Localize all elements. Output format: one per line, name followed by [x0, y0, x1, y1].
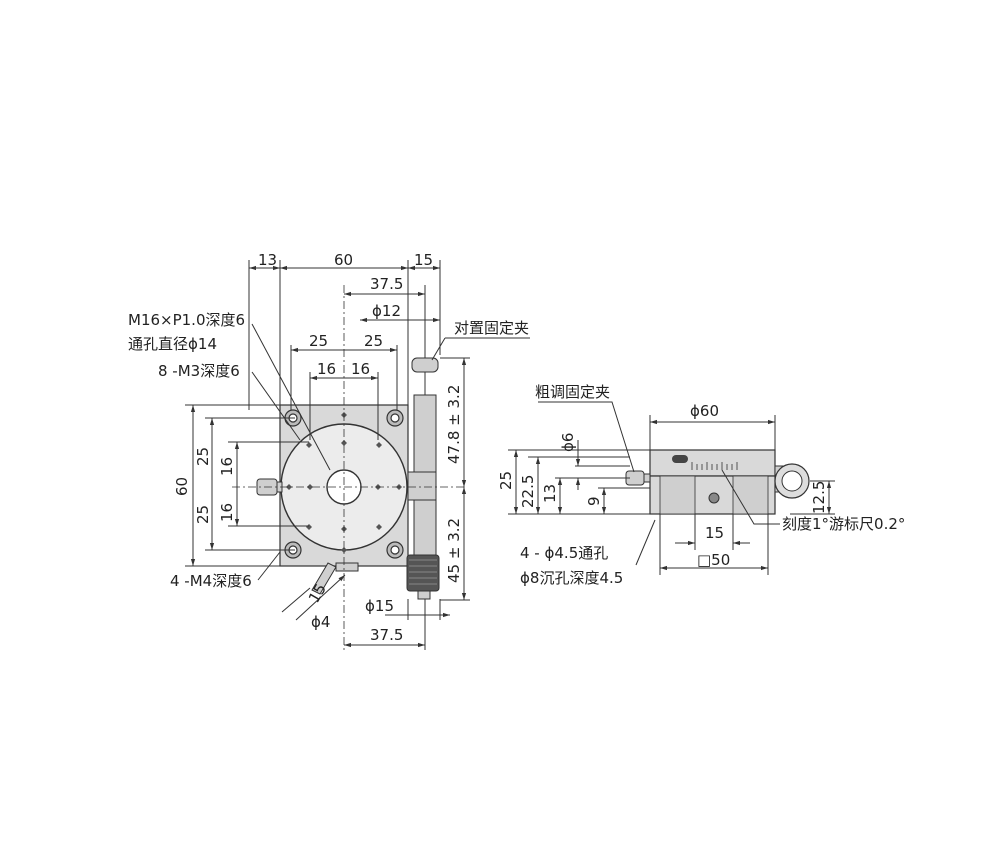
micrometer	[406, 357, 440, 600]
dim-16-upper: 16	[218, 457, 236, 476]
label-m3: 8 -M3深度6	[158, 362, 240, 380]
label-m4: 4 -M4深度6	[170, 572, 252, 590]
dim-16-left: 16	[317, 360, 336, 378]
scale-ticks	[691, 462, 738, 470]
label-scale: 刻度1°游标尺0.2°	[782, 515, 905, 533]
dim-phi60: ϕ60	[690, 402, 719, 420]
label-holes-line2: ϕ8沉孔深度4.5	[520, 569, 623, 587]
dim-45: 45 ± 3.2	[445, 518, 463, 583]
dim-phi12: ϕ12	[372, 302, 401, 320]
dim-25: 25	[497, 471, 515, 490]
bottom-tab	[335, 562, 359, 572]
label-holes-line1: 4 - ϕ4.5通孔	[520, 544, 608, 562]
dim-60-left: 60	[173, 477, 191, 496]
rotary-table-body	[649, 449, 776, 477]
dim-sq50: □50	[697, 551, 730, 569]
side-view: 粗调固定夹 ϕ60 ϕ6 25 22.5 13 9 12.5 刻度1°游标尺0.…	[497, 383, 905, 587]
dim-22-5: 22.5	[519, 475, 537, 508]
oil-mark	[672, 455, 688, 463]
dim-15: 15	[705, 524, 724, 542]
screw	[708, 492, 720, 504]
clamp-lever	[311, 562, 337, 595]
dim-phi15: ϕ15	[365, 597, 394, 615]
dim-60-top: 60	[334, 251, 353, 269]
dim-25-upper: 25	[194, 447, 212, 466]
dim-37-5-bottom: 37.5	[370, 626, 403, 644]
dim-37-5-top: 37.5	[370, 275, 403, 293]
dim-25-lower: 25	[194, 505, 212, 524]
label-clamp: 对置固定夹	[454, 319, 529, 337]
dim-16-right: 16	[351, 360, 370, 378]
dim-13: 13	[541, 484, 559, 503]
dim-25-right: 25	[364, 332, 383, 350]
label-coarse-clamp: 粗调固定夹	[535, 383, 610, 401]
dim-phi4: ϕ4	[311, 613, 330, 631]
label-m16-line2: 通孔直径ϕ14	[128, 335, 217, 353]
label-m16-line1: M16×P1.0深度6	[128, 311, 245, 329]
top-view: 13 60 15 37.5 ϕ12 M16×P1.0深度6 通孔直径ϕ14 对置…	[128, 251, 530, 650]
dim-15-top: 15	[414, 251, 433, 269]
dim-phi6: ϕ6	[559, 433, 577, 452]
dim-12-5: 12.5	[810, 481, 828, 514]
dim-9: 9	[585, 496, 603, 506]
dim-25-left: 25	[309, 332, 328, 350]
dim-47-8: 47.8 ± 3.2	[445, 385, 463, 464]
dim-16-lower: 16	[218, 503, 236, 522]
dim-13: 13	[258, 251, 277, 269]
